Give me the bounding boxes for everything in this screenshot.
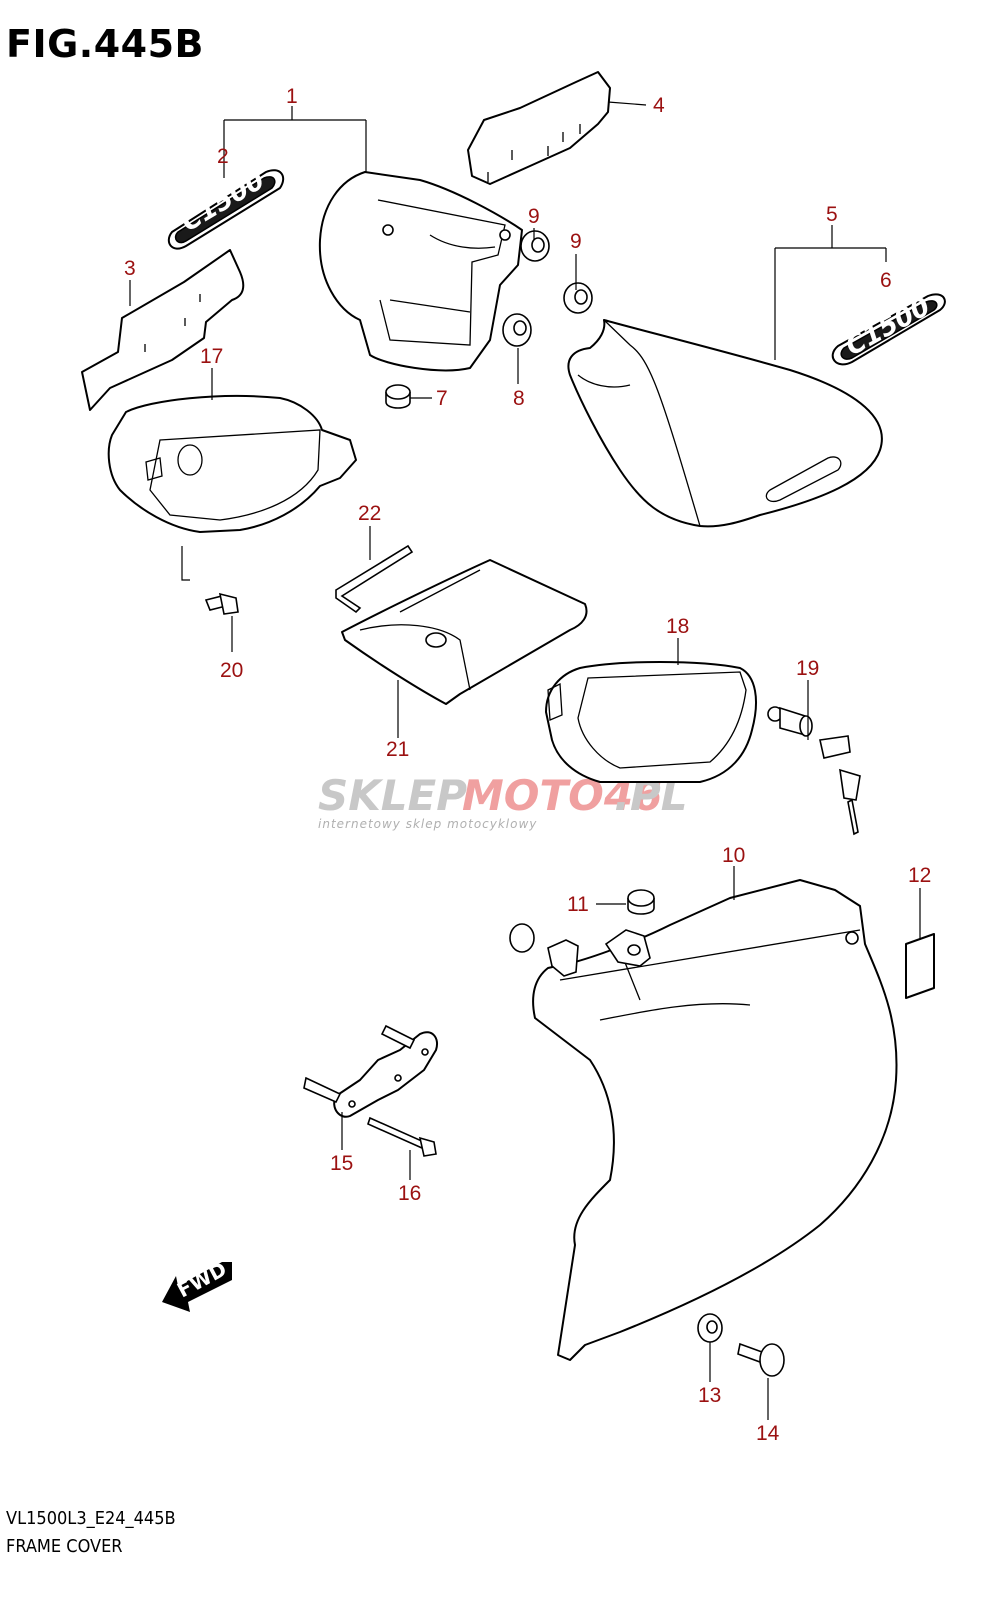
callout-3: 3 (124, 257, 136, 280)
callout-4: 4 (653, 94, 665, 117)
callout-15: 15 (330, 1152, 353, 1175)
callout-19: 19 (796, 657, 819, 680)
part-21-tool-bag (341, 559, 588, 705)
part-20-bolt (204, 592, 239, 615)
callout-1: 1 (286, 85, 298, 108)
part-9-cushion-b (563, 282, 593, 314)
callout-18: 18 (666, 615, 689, 638)
part-4-tape (467, 71, 611, 185)
figure-code: VL1500L3_E24_445B (6, 1508, 176, 1529)
callout-9b: 9 (570, 230, 582, 253)
callout-16: 16 (398, 1182, 421, 1205)
callouts: 1 2 3 4 5 6 7 8 9 9 10 11 12 13 14 15 16… (124, 85, 931, 1445)
part-9-cushion-a (520, 230, 550, 262)
part-5-frame-cover-right (567, 319, 883, 528)
emblem-text-6: C1500 (841, 292, 936, 363)
part-10-frame-cover-lower (532, 879, 898, 1361)
callout-22: 22 (358, 502, 381, 525)
watermark-brand-1: SKLEP (318, 771, 467, 820)
figure-name: FRAME COVER (6, 1536, 123, 1557)
fwd-label: FWD (173, 1257, 230, 1303)
figure-title: FIG.445B (6, 22, 205, 66)
part-17-box (107, 394, 357, 533)
callout-7: 7 (436, 387, 448, 410)
part-11-cushion (627, 889, 655, 915)
callout-6: 6 (880, 269, 892, 292)
callout-9a: 9 (528, 205, 540, 228)
callout-14: 14 (756, 1422, 780, 1445)
callout-12: 12 (908, 864, 931, 887)
callout-11: 11 (567, 893, 589, 916)
callout-8: 8 (513, 387, 525, 410)
part-3-tape (81, 249, 245, 411)
part-19-lock-set (767, 706, 861, 836)
part-14-bolt (737, 1342, 785, 1377)
part-13-cushion (697, 1313, 723, 1343)
callout-20: 20 (220, 659, 243, 682)
part-16-bolt (367, 1116, 437, 1157)
part-8-cushion (502, 313, 532, 347)
part-15-bracket (303, 1024, 438, 1118)
part-11b-cushion (509, 923, 535, 953)
callout-2: 2 (217, 145, 229, 168)
callout-21: 21 (386, 738, 409, 761)
part-18-box (545, 661, 757, 783)
watermark-tagline: internetowy sklep motocyklowy (318, 817, 537, 831)
part-22-hex-wrench (335, 544, 414, 614)
callout-10: 10 (722, 844, 745, 867)
part-7-grommet (385, 384, 411, 409)
fwd-arrow-icon: FWD (162, 1257, 232, 1312)
callout-17: 17 (200, 345, 223, 368)
part-1-frame-cover-left (318, 171, 523, 372)
callout-13: 13 (698, 1384, 721, 1407)
part-12-label (905, 933, 935, 999)
part-6-emblem: C1500 (831, 292, 946, 366)
part-2-emblem: C1500 (167, 165, 285, 250)
callout-5: 5 (826, 203, 838, 226)
leader-lines (129, 101, 921, 1420)
